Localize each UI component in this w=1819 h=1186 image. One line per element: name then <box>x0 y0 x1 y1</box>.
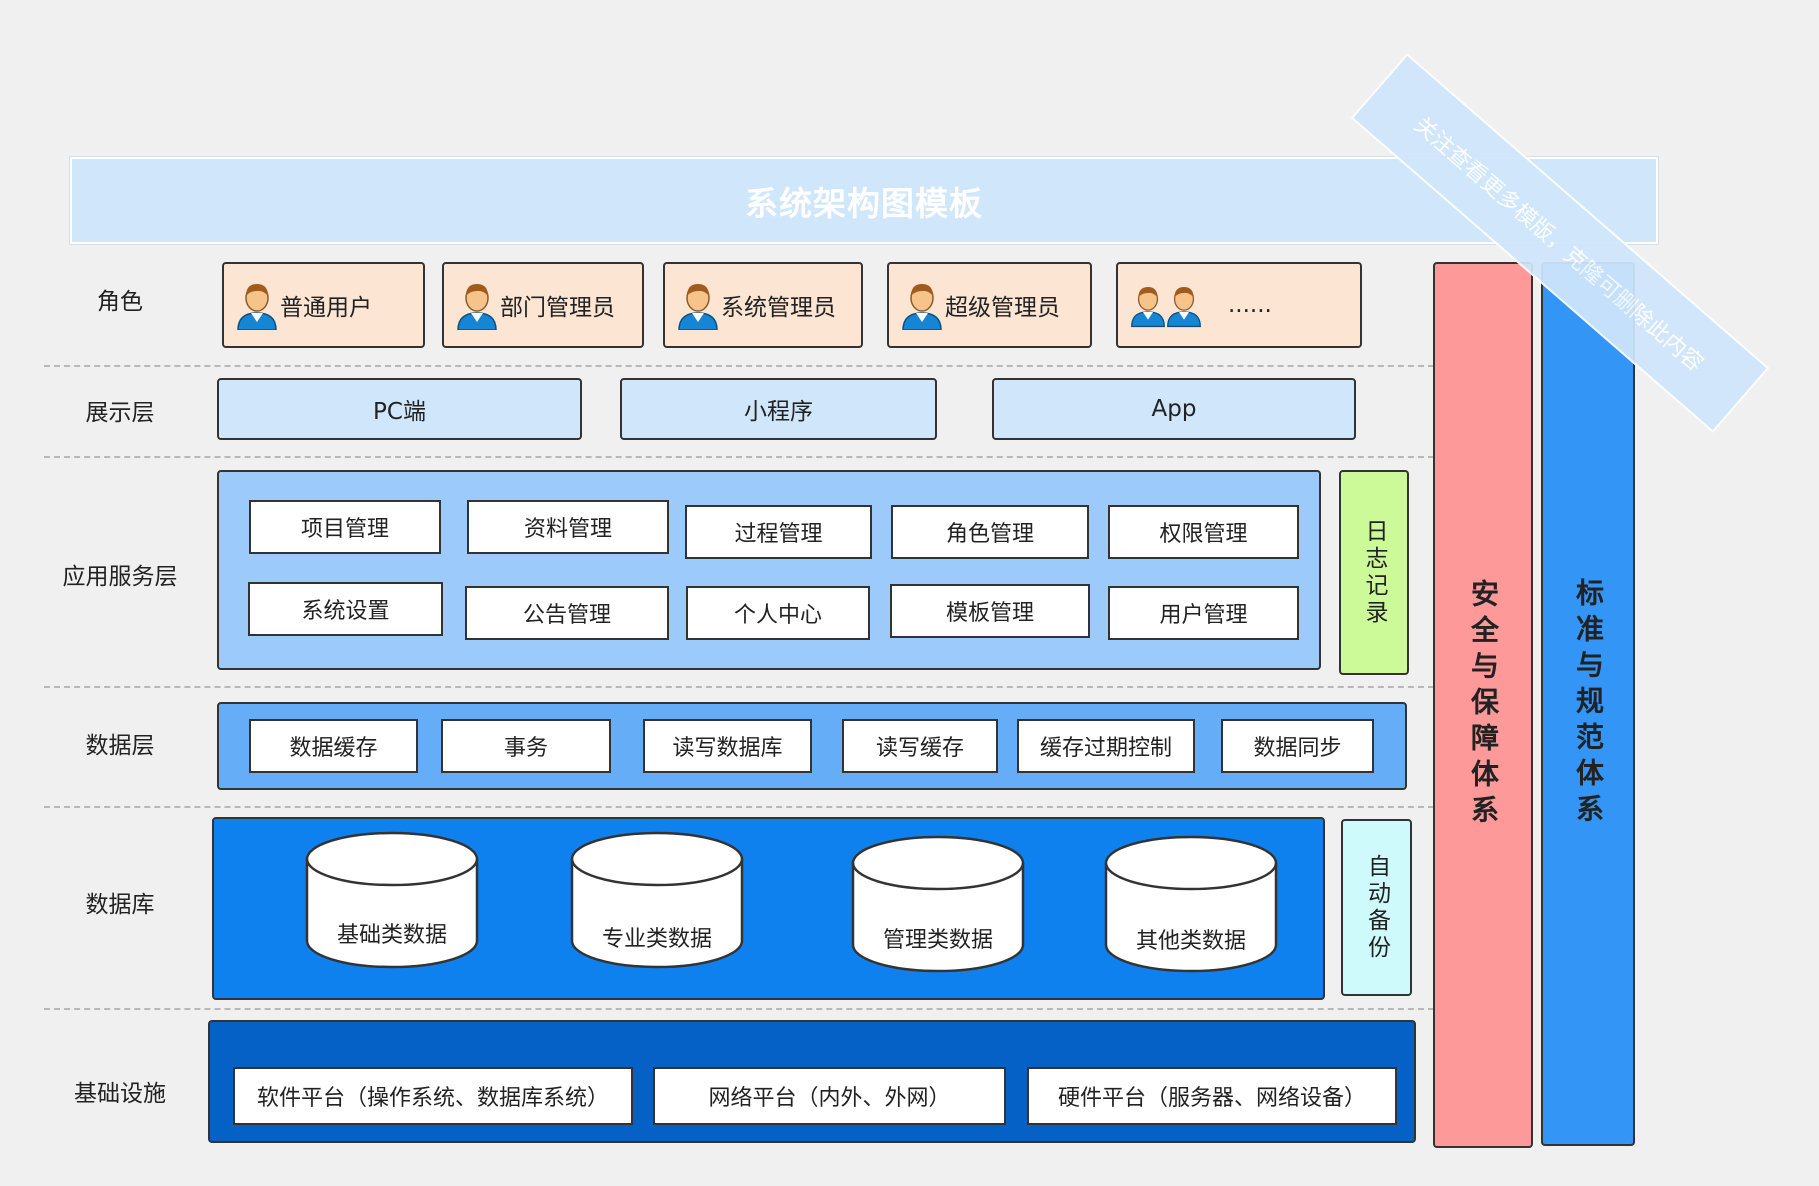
role-box-super-admin: 超级管理员 <box>887 262 1092 348</box>
app-module: 项目管理 <box>249 500 441 554</box>
role-box-normal-user: 普通用户 <box>222 262 425 348</box>
user-avatar-icon <box>457 284 497 330</box>
database-label: 管理类数据 <box>882 928 993 953</box>
database-icon <box>305 831 479 969</box>
row-label-data-layer: 数据层 <box>85 733 155 759</box>
divider <box>44 365 1434 367</box>
divider <box>44 806 1434 808</box>
row-label-database: 数据库 <box>85 892 155 918</box>
role-box-more: ...... <box>1116 262 1362 348</box>
user-avatar-icon <box>1167 287 1201 328</box>
standards-pillar: 标准与规范体系 <box>1541 262 1635 1146</box>
user-avatar-icon <box>678 284 718 330</box>
infra-item: 软件平台（操作系统、数据库系统） <box>233 1067 633 1125</box>
database-cylinder: 基础类数据 <box>305 831 479 973</box>
app-module: 资料管理 <box>467 500 669 554</box>
database-cylinder: 专业类数据 <box>570 831 744 973</box>
database-label: 其他类数据 <box>1135 929 1246 954</box>
divider <box>44 1008 1434 1010</box>
presentation-app: App <box>992 378 1356 440</box>
row-label-infra: 基础设施 <box>74 1081 166 1107</box>
data-module: 读写缓存 <box>842 719 998 773</box>
presentation-mini-program: 小程序 <box>620 378 937 440</box>
row-label-role: 角色 <box>97 289 143 315</box>
row-label-app-service: 应用服务层 <box>62 564 178 590</box>
user-avatar-icon <box>902 284 942 330</box>
app-module: 公告管理 <box>465 586 669 640</box>
auto-backup: 自动备份 <box>1341 819 1412 996</box>
data-module: 读写数据库 <box>643 719 812 773</box>
database-label: 专业类数据 <box>601 927 712 952</box>
app-module: 角色管理 <box>891 505 1089 559</box>
app-module: 权限管理 <box>1108 505 1299 559</box>
data-module: 数据缓存 <box>249 719 418 773</box>
database-icon <box>851 835 1025 973</box>
database-icon <box>1104 835 1278 973</box>
role-label: ...... <box>1228 292 1272 318</box>
infra-item: 网络平台（内外、外网） <box>653 1067 1006 1125</box>
database-icon <box>570 831 744 969</box>
data-module: 缓存过期控制 <box>1017 719 1195 773</box>
role-label: 部门管理员 <box>500 295 615 321</box>
database-cylinder: 其他类数据 <box>1104 835 1278 977</box>
role-label: 系统管理员 <box>721 295 836 321</box>
database-label: 基础类数据 <box>336 923 447 948</box>
security-pillar: 安全与保障体系 <box>1433 262 1533 1148</box>
app-module: 用户管理 <box>1108 586 1299 640</box>
diagram-title: 系统架构图模板 <box>70 157 1658 244</box>
divider <box>44 456 1434 458</box>
app-module: 模板管理 <box>890 584 1090 638</box>
user-avatar-icon <box>237 284 277 330</box>
data-module: 事务 <box>441 719 611 773</box>
role-box-dept-admin: 部门管理员 <box>442 262 644 348</box>
user-avatar-icon <box>1131 287 1165 328</box>
infra-item: 硬件平台（服务器、网络设备） <box>1027 1067 1397 1125</box>
database-cylinder: 管理类数据 <box>851 835 1025 977</box>
app-module: 系统设置 <box>248 582 443 636</box>
log-record: 日志记录 <box>1339 470 1409 675</box>
app-module: 个人中心 <box>686 586 870 640</box>
role-box-system-admin: 系统管理员 <box>663 262 863 348</box>
role-label: 普通用户 <box>280 295 372 321</box>
divider <box>44 686 1434 688</box>
role-label: 超级管理员 <box>945 295 1060 321</box>
row-label-presentation: 展示层 <box>85 400 155 426</box>
presentation-pc: PC端 <box>217 378 582 440</box>
data-module: 数据同步 <box>1221 719 1374 773</box>
app-module: 过程管理 <box>685 505 872 559</box>
